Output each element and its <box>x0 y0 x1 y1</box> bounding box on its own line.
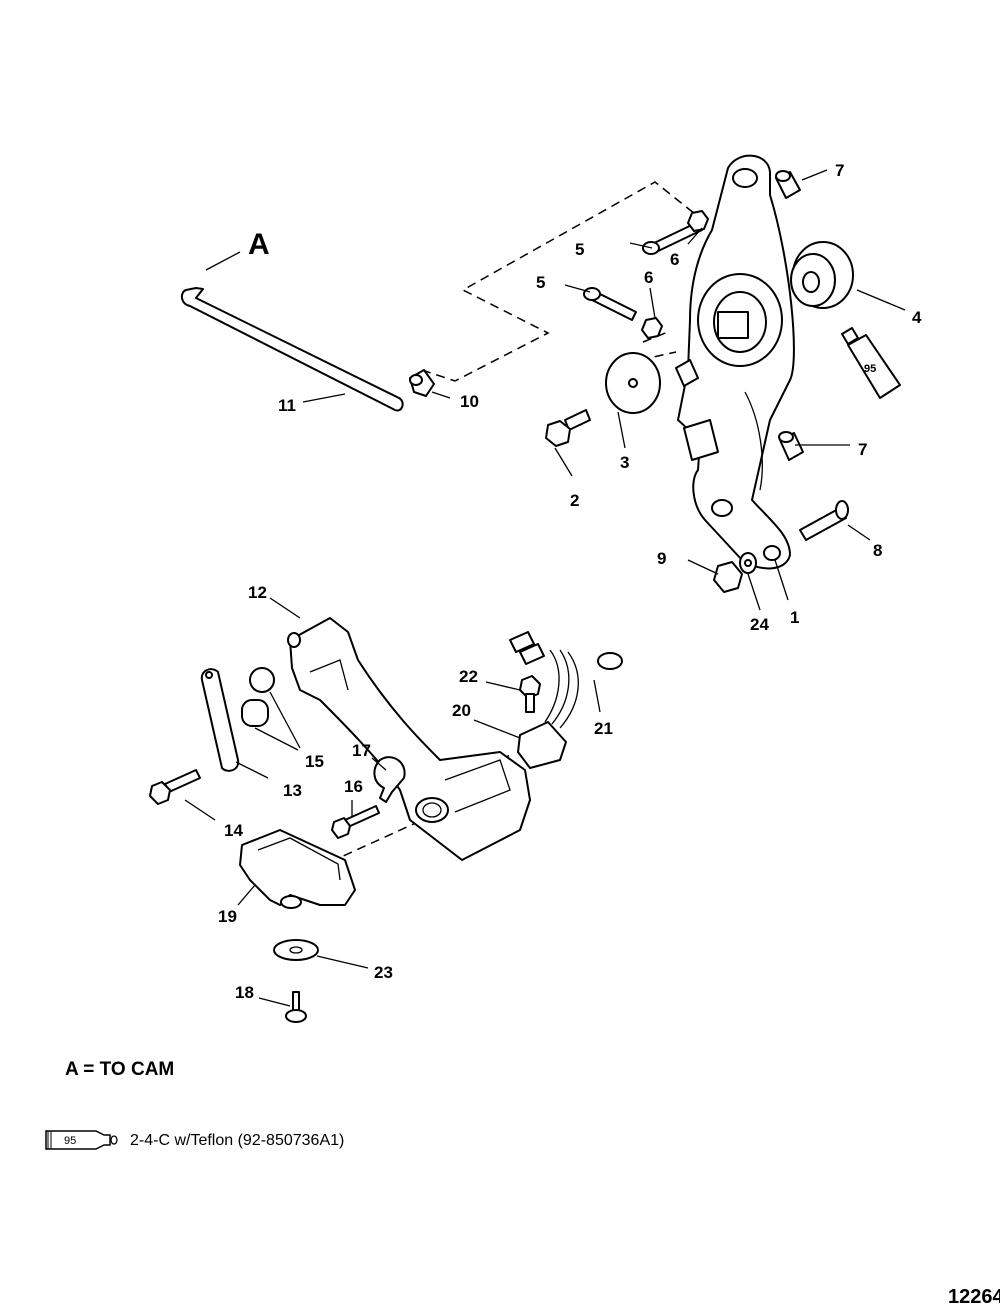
part-2-bolt <box>545 409 591 447</box>
reference-label-a: A <box>248 228 270 261</box>
callout-16: 16 <box>344 777 363 796</box>
part-10-retainer <box>409 369 435 397</box>
callout-20: 20 <box>452 701 471 720</box>
callout-13: 13 <box>283 781 302 800</box>
part-6-nut-lower <box>641 317 663 339</box>
dashed-assembly-line-upper <box>424 181 706 382</box>
part-9-nut <box>713 561 743 593</box>
part-22-screw <box>519 675 541 713</box>
figure-number: 12264 <box>948 1286 1000 1308</box>
callout-6-lower: 6 <box>644 268 653 287</box>
part-20-switch <box>517 649 579 769</box>
callout-12: 12 <box>248 583 267 602</box>
callout-23: 23 <box>374 963 393 982</box>
callout-6-upper: 6 <box>670 250 679 269</box>
callout-5-upper: 5 <box>575 240 584 259</box>
part-23-washer <box>273 939 319 961</box>
callout-15: 15 <box>305 752 324 771</box>
callout-4: 4 <box>912 308 922 327</box>
callout-19: 19 <box>218 907 237 926</box>
part-3-washer <box>605 352 661 414</box>
part-7-plug-top <box>775 170 801 199</box>
callout-22: 22 <box>459 667 478 686</box>
callout-7-lower: 7 <box>858 440 867 459</box>
callout-7-top: 7 <box>835 161 844 180</box>
callout-24: 24 <box>750 615 769 634</box>
callout-18: 18 <box>235 983 254 1002</box>
part-5-screw-lower <box>583 287 637 321</box>
callout-3: 3 <box>620 453 629 472</box>
part-11-link-rod <box>180 287 404 412</box>
callout-10: 10 <box>460 392 479 411</box>
legend-sealant-description: 2-4-C w/Teflon (92-850736A1) <box>130 1132 345 1149</box>
callout-8: 8 <box>873 541 882 560</box>
callout-14: 14 <box>224 821 243 840</box>
part-8-pin <box>799 500 849 541</box>
part-24-washer <box>739 552 757 574</box>
part-14-screw <box>149 769 201 805</box>
leader-lines <box>184 169 906 1007</box>
callout-2: 2 <box>570 491 579 510</box>
part-18-screw <box>285 991 307 1023</box>
part-12-lower-bracket <box>287 617 531 861</box>
callout-17: 17 <box>352 741 371 760</box>
to-cam-note: A = TO CAM <box>65 1059 175 1080</box>
legend-tube-code: 95 <box>64 1135 76 1147</box>
part-21-wire-terminals <box>509 631 623 670</box>
part-13-plate <box>200 668 240 772</box>
part-1-main-bracket <box>675 154 795 570</box>
sealant-tube-95: 95 <box>841 327 901 399</box>
part-17-clamp <box>373 756 406 803</box>
callout-1: 1 <box>790 608 799 627</box>
part-19-switch-housing <box>239 829 356 909</box>
part-15-bushings <box>241 667 275 727</box>
callout-5-lower: 5 <box>536 273 545 292</box>
part-6-nut-upper <box>687 210 709 232</box>
tube-code-label: 95 <box>864 363 876 375</box>
part-7-plug-lower <box>778 431 804 461</box>
part-4-roller <box>790 241 854 309</box>
part-16-screw <box>331 805 380 839</box>
callout-21: 21 <box>594 719 613 738</box>
legend-tube-icon: 95 <box>45 1130 118 1150</box>
callout-11: 11 <box>278 396 296 415</box>
callout-9: 9 <box>657 549 666 568</box>
